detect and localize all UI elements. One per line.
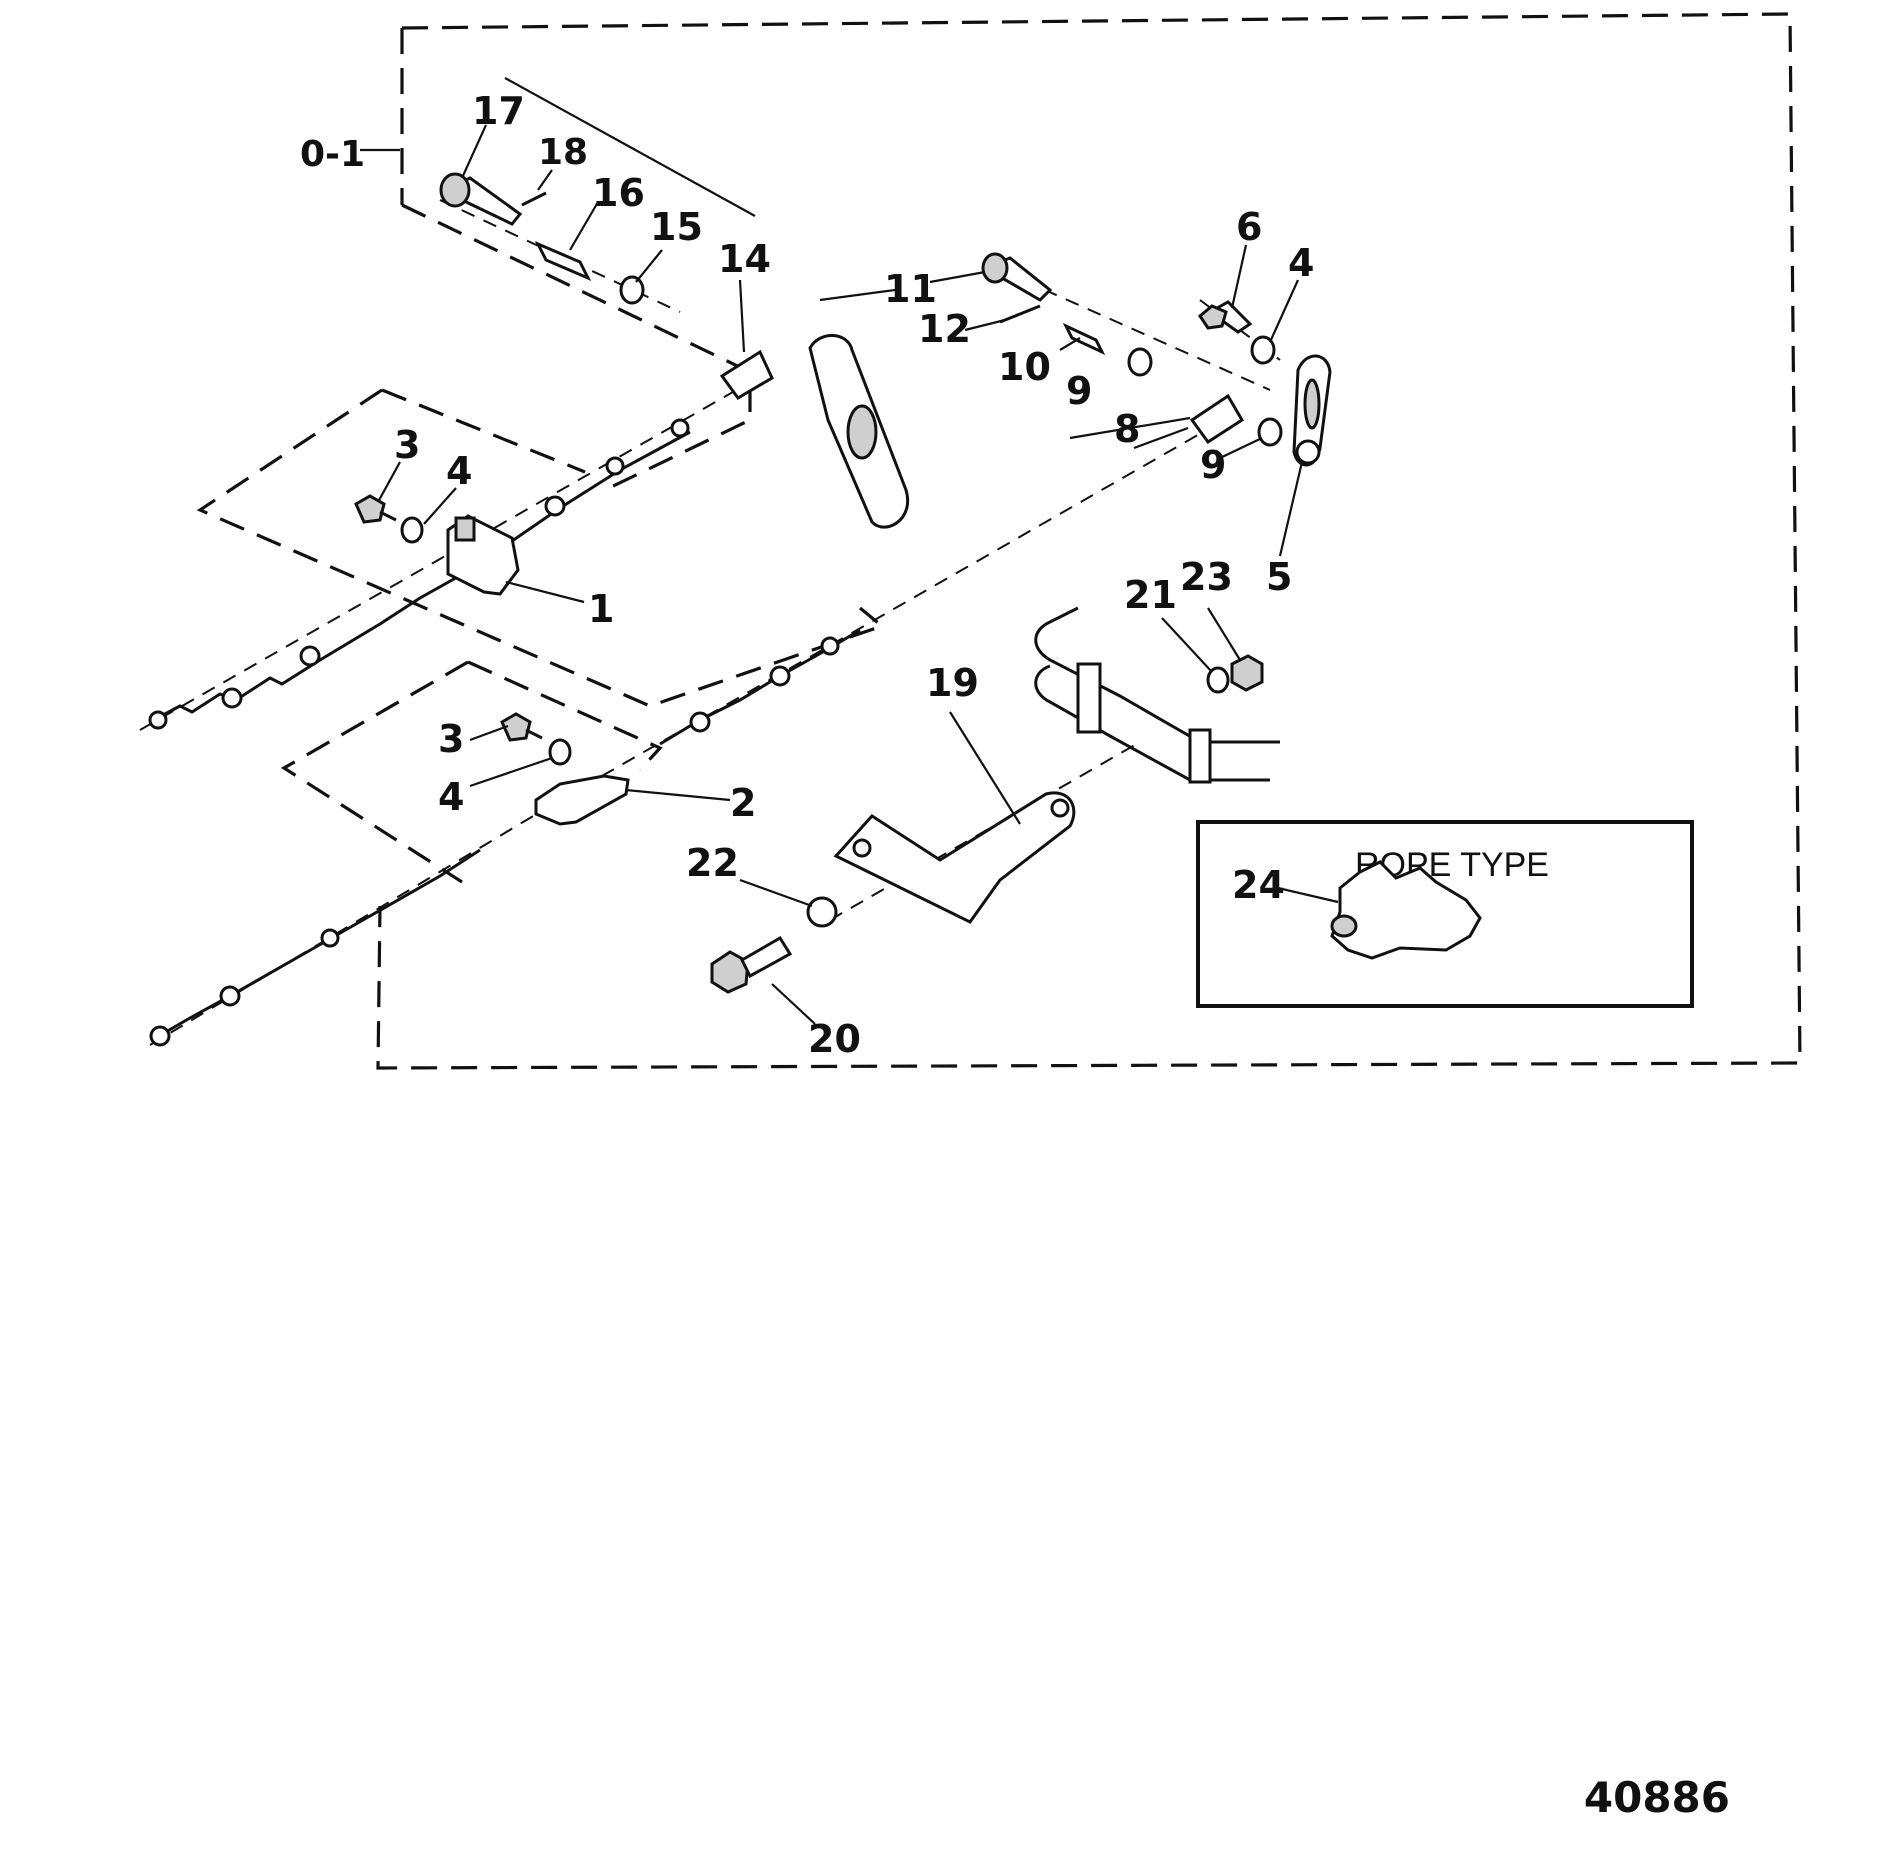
callout-3-lower: 3: [438, 717, 464, 761]
rope-type-bracket-24: [1330, 860, 1482, 960]
spring-16: [534, 241, 592, 281]
shift-lever-slot: [1303, 378, 1321, 430]
washer-9-lower: [1257, 417, 1283, 447]
washer-21: [1206, 666, 1230, 694]
washer-4-upper: [400, 516, 424, 544]
spring-10: [1062, 322, 1106, 356]
pin-11: [981, 252, 1053, 302]
callout-23: 23: [1180, 555, 1233, 599]
callout-4-lower: 4: [438, 775, 464, 819]
clevis-8: [1189, 393, 1245, 445]
washer-4-lower: [548, 738, 572, 766]
cotter-pin-12: [999, 304, 1041, 324]
engine-frame-tube: [1034, 606, 1280, 784]
callout-9-upper: 9: [1066, 369, 1092, 413]
nut-23: [1230, 654, 1264, 692]
callout-21: 21: [1124, 573, 1177, 617]
callout-15: 15: [650, 205, 703, 249]
rope-type-inset: ROPE TYPE 24: [1196, 820, 1694, 1008]
assembly-ref-label: 0-1: [300, 134, 365, 175]
callout-16: 16: [592, 171, 645, 215]
callout-19: 19: [926, 661, 979, 705]
throttle-cable: [148, 418, 691, 730]
callout-18: 18: [538, 132, 588, 173]
callout-4-right: 4: [1288, 241, 1314, 285]
callout-17: 17: [472, 89, 525, 133]
cable-centerlines: [139, 199, 1281, 1046]
assembly-boundary: [376, 12, 1802, 1070]
bolt-6: [1198, 300, 1253, 334]
shift-lever-eye: [1295, 439, 1321, 465]
bracket-19-hole-a: [852, 838, 872, 858]
bolt-3-upper: [354, 494, 397, 524]
callout-20: 20: [808, 1017, 861, 1061]
washer-22: [806, 896, 838, 928]
callout-11: 11: [884, 267, 937, 311]
callout-6: 6: [1236, 205, 1262, 249]
washer-15: [619, 275, 645, 305]
callout-9-lower: 9: [1200, 443, 1226, 487]
callout-14: 14: [718, 237, 771, 281]
pin-17: [439, 172, 523, 226]
callout-1: 1: [588, 587, 614, 631]
lower-bracket-group-outline: [280, 660, 663, 884]
lever-arm-slot: [846, 404, 878, 460]
bolt-3-lower: [500, 712, 543, 742]
cotter-pin-18: [521, 191, 547, 207]
washer-4-right: [1250, 335, 1276, 365]
clevis-14: [719, 349, 774, 400]
bracket-1-tab: [454, 516, 476, 542]
callout-4-upper: 4: [446, 449, 472, 493]
washer-9-upper: [1127, 347, 1153, 377]
callout-24: 24: [1232, 863, 1285, 907]
callout-22: 22: [686, 841, 739, 885]
callout-10: 10: [998, 345, 1051, 389]
callout-8: 8: [1114, 407, 1140, 451]
shift-cable: [149, 628, 861, 1047]
callout-5: 5: [1266, 555, 1292, 599]
rope-type-bracket-hole: [1330, 914, 1358, 938]
bracket-19-hole-b: [1050, 798, 1070, 818]
mounting-bracket-19: [833, 791, 1076, 924]
bolt-20: [710, 935, 793, 994]
callout-labels: 0-1 17 18 16 15 14 11 12 10 9 8 9 6 4 5 …: [300, 89, 1314, 1061]
figure-number: 40886: [1584, 1773, 1730, 1822]
callout-12: 12: [918, 307, 971, 351]
leader-lines: [360, 77, 1304, 1025]
callout-3-upper: 3: [394, 423, 420, 467]
bracket-2: [534, 774, 630, 826]
callout-2: 2: [730, 781, 756, 825]
